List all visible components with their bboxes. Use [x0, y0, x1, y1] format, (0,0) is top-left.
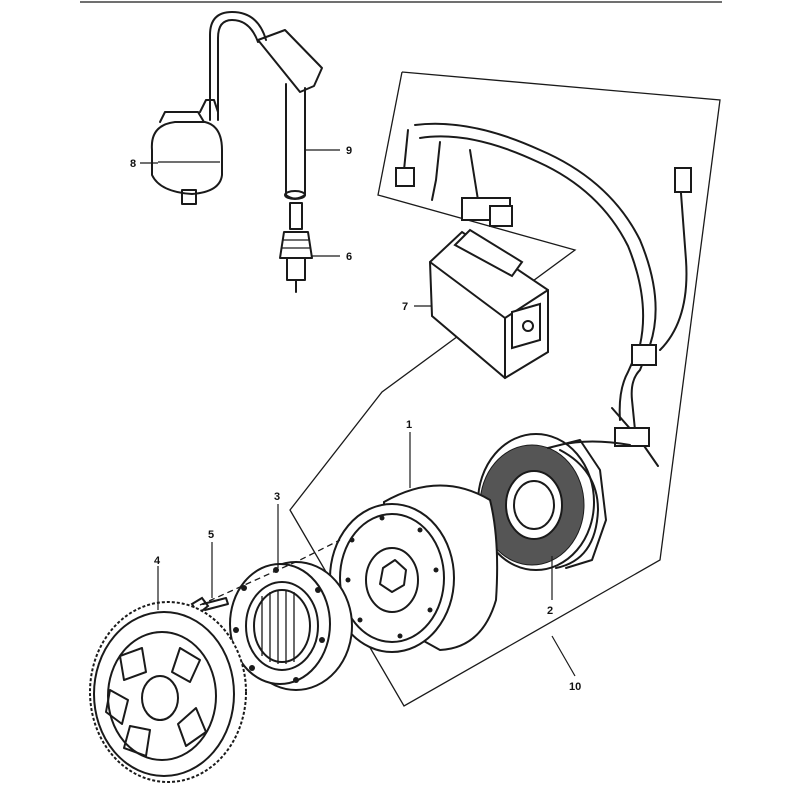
- ignition-coil-part: [150, 99, 223, 205]
- spark-plug-part: [279, 202, 313, 293]
- callout-5: 5: [208, 529, 214, 541]
- starter-clutch-part: [229, 561, 353, 691]
- regulator-rectifier-part: [428, 228, 549, 380]
- callout-6: 6: [346, 251, 352, 263]
- callout-7: 7: [402, 301, 408, 313]
- starter-driven-gear-part: [89, 601, 247, 783]
- spark-plug-cap-part: [257, 29, 323, 200]
- callout-10: 10: [569, 681, 581, 693]
- callout-9: 9: [346, 145, 352, 157]
- callout-1: 1: [406, 419, 412, 431]
- callout-2: 2: [547, 605, 553, 617]
- kit-boundary-outline: [289, 71, 721, 707]
- leader-lines: [140, 149, 576, 677]
- ht-lead-wire: [209, 11, 267, 121]
- callout-8: 8: [130, 158, 136, 170]
- flywheel-rotor-part: [329, 484, 499, 653]
- callout-4: 4: [154, 555, 161, 567]
- stator-part: [477, 433, 607, 571]
- callout-3: 3: [274, 491, 280, 503]
